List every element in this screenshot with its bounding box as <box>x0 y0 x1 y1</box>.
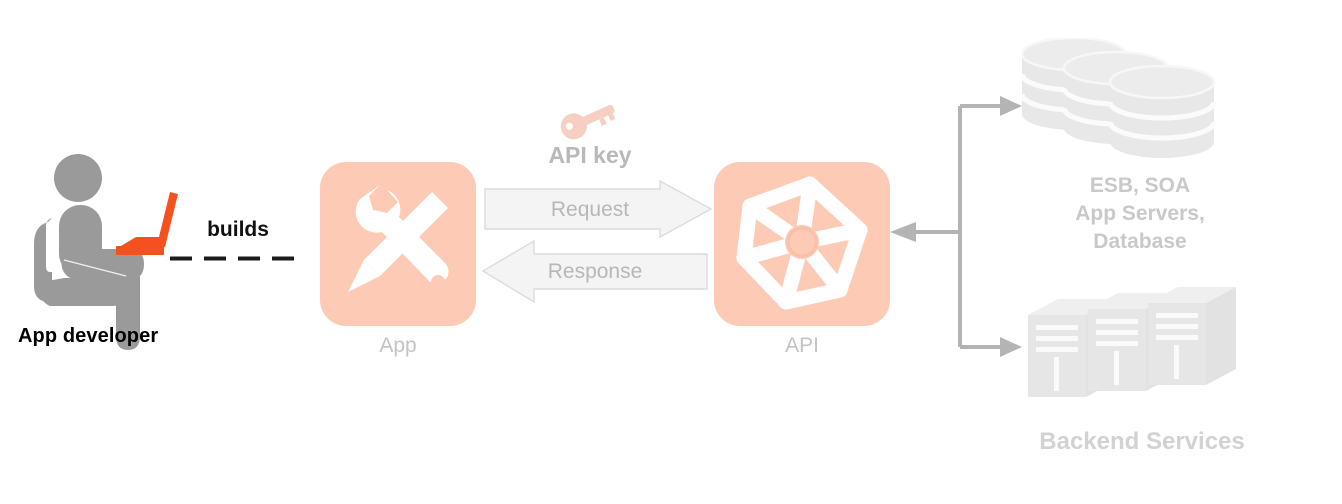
app-tile-label: App <box>379 334 417 357</box>
api-key-label: API key <box>548 142 632 168</box>
esb-label-line-1: ESB, SOA <box>1089 174 1191 197</box>
backend-services-label: Backend Services <box>1039 428 1245 455</box>
request-flow-arrow <box>484 179 713 239</box>
developer-label: App developer <box>18 325 159 347</box>
esb-label-line-3: Database <box>1093 230 1187 253</box>
backend-connector-lines <box>880 90 1030 365</box>
request-flow-label: Request <box>550 198 630 221</box>
server-rack-icon <box>1028 285 1256 403</box>
app-tile[interactable] <box>320 162 476 326</box>
api-tile[interactable] <box>714 162 890 326</box>
esb-node-label: ESB, SOA App Servers, Database <box>1020 172 1260 256</box>
key-icon <box>556 98 620 140</box>
database-stack-icon <box>1022 38 1256 158</box>
response-flow-arrow <box>481 238 708 304</box>
esb-label-line-2: App Servers, <box>1075 202 1205 225</box>
builds-label: builds <box>207 218 269 241</box>
response-flow-label: Response <box>547 260 643 283</box>
builds-dashed-connector <box>168 248 302 261</box>
api-tile-label: API <box>785 334 819 357</box>
seated-developer-icon <box>30 150 200 370</box>
